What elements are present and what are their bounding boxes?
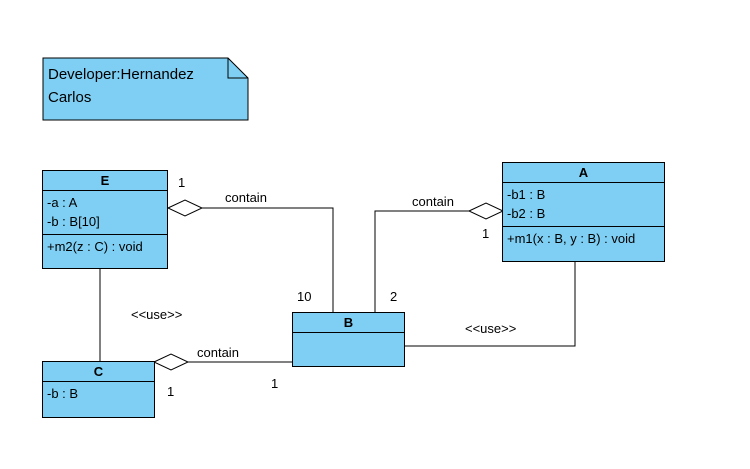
edge-label-c-b: contain	[197, 345, 239, 360]
attributes-section: -b1 : B -b2 : B	[503, 183, 664, 227]
attributes-section: -a : A -b : B[10]	[43, 191, 167, 235]
attribute: -b : B	[47, 386, 79, 401]
operations-section: +m1(x : B, y : B) : void	[503, 227, 664, 251]
edge-b-a	[405, 262, 576, 347]
class-a[interactable]: A -b1 : B -b2 : B +m1(x : B, y : B) : vo…	[502, 162, 665, 262]
edge-label-b-a: <<use>>	[465, 321, 517, 336]
aggregation-diamond-c	[152, 353, 190, 371]
class-e[interactable]: E -a : A -b : B[10] +m2(z : C) : void	[42, 170, 168, 269]
class-c[interactable]: C -b : B	[42, 361, 155, 418]
multiplicity-b-c: 1	[271, 376, 279, 391]
note-text: Developer:Hernandez Carlos	[48, 63, 194, 109]
edge-e-b	[202, 207, 334, 312]
class-name: A	[503, 163, 664, 183]
edge-label-e-b: contain	[225, 190, 267, 205]
multiplicity-b-a: 2	[390, 289, 398, 304]
note-line-2: Carlos	[48, 89, 92, 106]
aggregation-diamond-e	[166, 199, 204, 217]
edge-label-e-c: <<use>>	[131, 307, 183, 322]
operation: +m2(z : C) : void	[47, 239, 143, 254]
attribute: -b1 : B	[507, 187, 546, 202]
edge-label-a-b: contain	[412, 194, 454, 209]
edge-a-b	[374, 210, 469, 312]
multiplicity-c: 1	[167, 384, 175, 399]
class-name: C	[43, 362, 154, 382]
attribute: -a : A	[47, 195, 78, 210]
attributes-section: -b : B	[43, 382, 154, 406]
class-name: B	[293, 313, 404, 333]
note-shape	[42, 57, 249, 121]
attribute: -b : B[10]	[47, 214, 100, 229]
class-name: E	[43, 171, 167, 191]
operation: +m1(x : B, y : B) : void	[507, 231, 636, 246]
multiplicity-b-e: 10	[297, 289, 312, 304]
note-line-1: Developer:Hernandez	[48, 66, 194, 83]
aggregation-diamond-a	[467, 202, 505, 220]
multiplicity-a: 1	[482, 226, 490, 241]
multiplicity-e: 1	[178, 175, 186, 190]
operations-section: +m2(z : C) : void	[43, 235, 167, 259]
attribute: -b2 : B	[507, 206, 546, 221]
class-b[interactable]: B	[292, 312, 405, 367]
note-fold	[227, 58, 248, 79]
